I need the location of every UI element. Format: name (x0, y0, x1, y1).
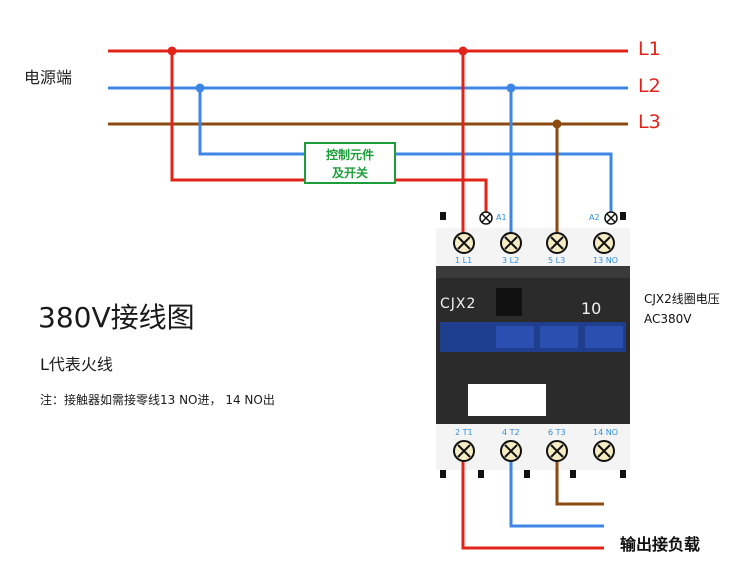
terminal-label-l3: 5 L3 (548, 256, 566, 265)
junction-dot (195, 83, 205, 93)
line-label-l2: L2 (638, 75, 661, 97)
terminal-screw-t3 (546, 440, 568, 462)
diagram-subtitle: L代表火线 (40, 355, 113, 374)
contactor-model: CJX2 (440, 296, 477, 312)
diagram-note: 注：接触器如需接零线13 NO进， 14 NO出 (40, 393, 275, 407)
contactor-number: 10 (581, 299, 602, 318)
coil-voltage-value: AC380V (644, 312, 692, 326)
terminal-screw-t1 (453, 440, 475, 462)
terminal-label-t2: 4 T2 (502, 428, 520, 437)
line-label-l3: L3 (638, 111, 661, 133)
output-wire-t1 (461, 452, 604, 550)
junction-dot (167, 46, 177, 56)
contactor-window (496, 288, 522, 316)
terminal-label-14no: 14 NO (593, 428, 619, 437)
coil-voltage-info: CJX2线圈电压 AC380V (644, 289, 720, 329)
terminal-screw-l2 (500, 232, 522, 254)
terminal-screw-t2 (500, 440, 522, 462)
terminal-screw-a2 (604, 211, 618, 225)
control-box-line-2: 及开关 (331, 166, 368, 180)
terminal-label-13no: 13 NO (593, 256, 619, 265)
coil-wire-a1 (170, 51, 488, 216)
coil-terminal-a2: A2 (589, 213, 600, 222)
junction-dot (506, 83, 516, 93)
contactor-label-plate (468, 384, 546, 416)
terminal-label-l2: 3 L2 (502, 256, 520, 265)
output-wire-t3 (555, 452, 604, 506)
terminal-label-t3: 6 T3 (548, 428, 566, 437)
terminal-screw-a1 (479, 211, 493, 225)
coil-model-label: CJX2线圈电压 (644, 292, 720, 306)
coil-terminal-a1: A1 (496, 213, 507, 222)
coil-wire-a2 (198, 88, 613, 216)
contactor-body (436, 212, 630, 478)
terminal-label-t1: 2 T1 (455, 428, 473, 437)
terminal-screw-l3 (546, 232, 568, 254)
terminal-label-l1: 1 L1 (455, 256, 473, 265)
control-box-line-1: 控制元件 (325, 148, 374, 162)
line-label-l1: L1 (638, 38, 661, 60)
junction-dot (458, 46, 468, 56)
power-source-label: 电源端 (24, 68, 73, 87)
output-wire-t2 (509, 452, 604, 528)
control-element-box: 控制元件 及开关 (304, 142, 396, 184)
terminal-screw-14no (593, 440, 615, 462)
terminal-screw-13no (593, 232, 615, 254)
output-load-label: 输出接负载 (620, 535, 701, 554)
diagram-title: 380V接线图 (38, 301, 195, 334)
terminal-screw-l1 (453, 232, 475, 254)
junction-dot (552, 119, 562, 129)
